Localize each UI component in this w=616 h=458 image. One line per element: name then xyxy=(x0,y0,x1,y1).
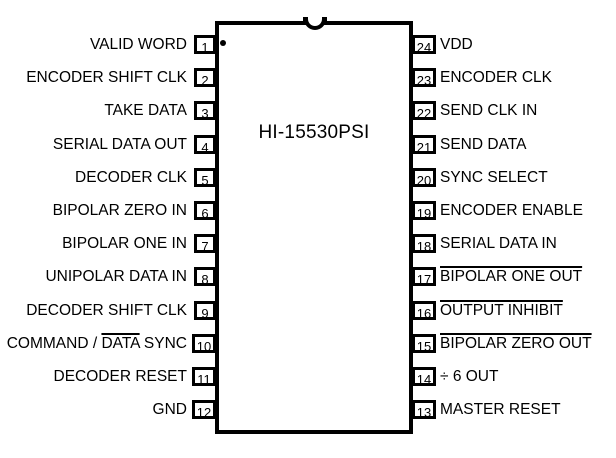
pin-label-4: SERIAL DATA OUT xyxy=(52,136,187,153)
pin-label-12: GND xyxy=(152,401,187,418)
chip-body xyxy=(215,21,413,434)
pin-number-23: 23 xyxy=(416,73,432,87)
pin-number-box-20: 20 xyxy=(412,168,436,187)
pin-label-20: SYNC SELECT xyxy=(440,169,548,186)
pin-number-2: 2 xyxy=(201,73,209,87)
pin-label-16: OUTPUT INHIBIT xyxy=(440,302,563,319)
pin-number-3: 3 xyxy=(201,106,209,120)
pin-number-box-9: 9 xyxy=(194,301,216,320)
pin-number-box-7: 7 xyxy=(194,234,216,253)
pin-number-box-21: 21 xyxy=(412,135,436,154)
pin-number-box-16: 16 xyxy=(412,301,436,320)
pin-number-17: 17 xyxy=(416,272,432,286)
pin-label-1: VALID WORD xyxy=(89,36,187,53)
pin-label-7: BIPOLAR ONE IN xyxy=(62,235,187,252)
chip-notch-icon xyxy=(303,17,327,32)
pin-number-9: 9 xyxy=(201,306,209,320)
pin-number-24: 24 xyxy=(416,40,432,54)
chip-part-label: HI-15530PSI xyxy=(258,122,370,143)
pin-label-19: ENCODER ENABLE xyxy=(440,202,583,219)
pin-number-box-23: 23 xyxy=(412,68,436,87)
pin-number-1: 1 xyxy=(201,40,209,54)
pin-number-box-18: 18 xyxy=(412,234,436,253)
pin-number-6: 6 xyxy=(201,206,209,220)
pin-number-box-19: 19 xyxy=(412,201,436,220)
pin-label-3: TAKE DATA xyxy=(104,102,187,119)
pin-number-13: 13 xyxy=(416,405,432,419)
pin-label-14: ÷ 6 OUT xyxy=(440,368,499,385)
pin-number-box-3: 3 xyxy=(194,101,216,120)
pin-label-17: BIPOLAR ONE OUT xyxy=(440,268,583,285)
pin-number-box-10: 10 xyxy=(192,334,216,353)
pin-label-24: VDD xyxy=(440,36,473,53)
pin-number-box-22: 22 xyxy=(412,101,436,120)
pin-label-11: DECODER RESET xyxy=(53,368,188,385)
pin-label-15: BIPOLAR ZERO OUT xyxy=(440,335,592,352)
pin-number-box-1: 1 xyxy=(194,35,216,54)
pin-label-22: SEND CLK IN xyxy=(440,102,538,119)
pin-number-20: 20 xyxy=(416,173,432,187)
pin-number-10: 10 xyxy=(196,339,212,353)
pin-number-5: 5 xyxy=(201,173,209,187)
pin-number-16: 16 xyxy=(416,306,432,320)
pin-number-11: 11 xyxy=(197,372,211,386)
pin-label-23: ENCODER CLK xyxy=(440,69,552,86)
pin-one-marker-dot xyxy=(220,40,226,46)
pin-number-12: 12 xyxy=(196,405,212,419)
pin-number-box-5: 5 xyxy=(194,168,216,187)
pin-label-18: SERIAL DATA IN xyxy=(440,235,557,252)
pin-label-2: ENCODER SHIFT CLK xyxy=(26,69,187,86)
pin-number-box-2: 2 xyxy=(194,68,216,87)
pin-label-10: COMMAND / DATA SYNC xyxy=(6,335,187,352)
pin-label-8: UNIPOLAR DATA IN xyxy=(45,268,187,285)
pin-label-21: SEND DATA xyxy=(440,136,527,153)
pin-number-box-12: 12 xyxy=(192,400,216,419)
pin-label-5: DECODER CLK xyxy=(75,169,187,186)
pin-number-15: 15 xyxy=(416,339,432,353)
pin-label-9: DECODER SHIFT CLK xyxy=(26,302,187,319)
pin-number-box-8: 8 xyxy=(194,267,216,286)
pin-number-19: 19 xyxy=(416,206,432,220)
pin-number-box-24: 24 xyxy=(412,35,436,54)
pin-number-box-13: 13 xyxy=(412,400,436,419)
pin-label-13: MASTER RESET xyxy=(440,401,561,418)
pin-number-21: 21 xyxy=(416,140,432,154)
pin-number-8: 8 xyxy=(201,272,209,286)
pin-number-18: 18 xyxy=(416,239,432,253)
pin-number-box-14: 14 xyxy=(412,367,436,386)
pin-number-box-15: 15 xyxy=(412,334,436,353)
pin-label-6: BIPOLAR ZERO IN xyxy=(52,202,187,219)
pin-number-box-4: 4 xyxy=(194,135,216,154)
pin-number-22: 22 xyxy=(416,106,432,120)
pin-number-box-17: 17 xyxy=(412,267,436,286)
pin-number-7: 7 xyxy=(201,239,209,253)
pin-number-box-11: 11 xyxy=(192,367,216,386)
pin-number-4: 4 xyxy=(201,140,209,154)
pin-number-14: 14 xyxy=(416,372,432,386)
pin-number-box-6: 6 xyxy=(194,201,216,220)
